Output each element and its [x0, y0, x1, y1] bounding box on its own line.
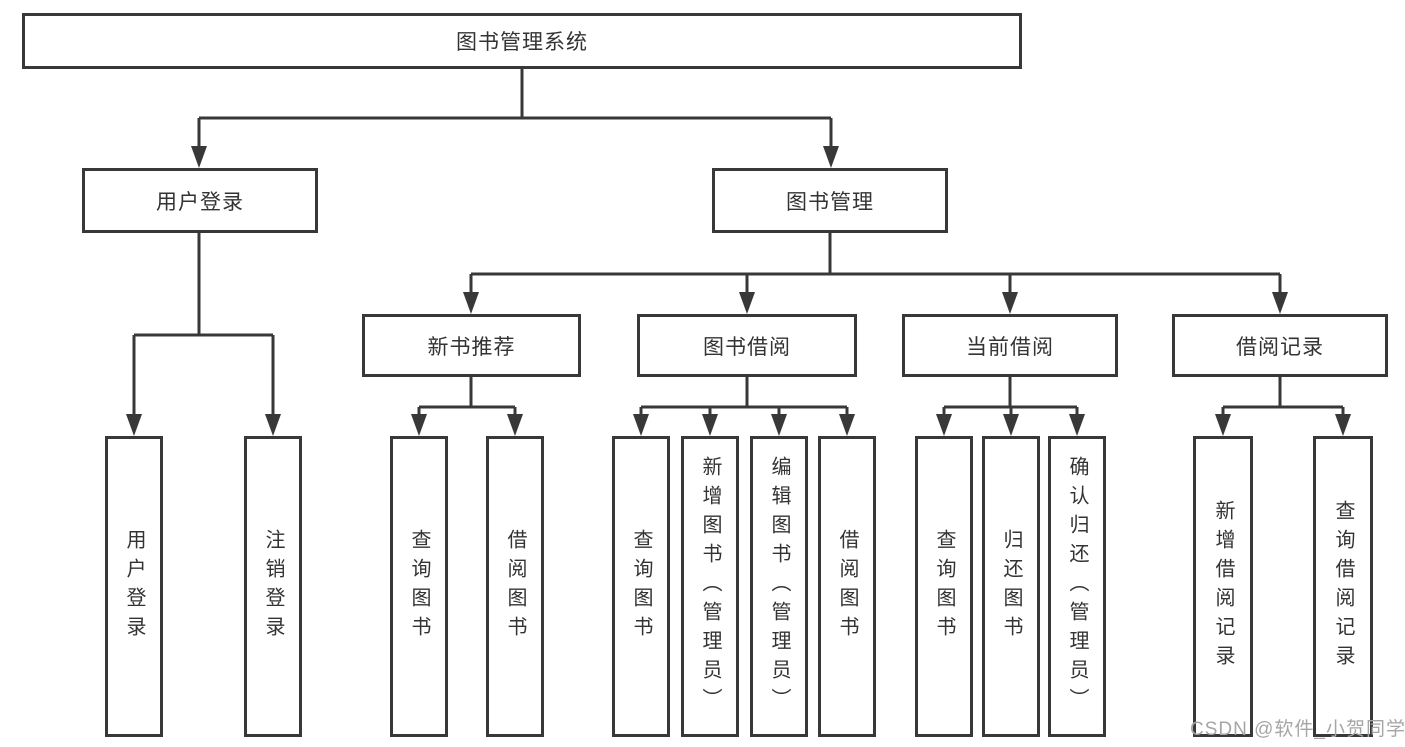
leaf-borrow-borrow-book: 借阅图书 — [818, 436, 876, 737]
node-book-borrow: 图书借阅 — [637, 314, 857, 377]
node-borrow-record-label: 借阅记录 — [1236, 335, 1324, 359]
node-new-book-recommend-label: 新书推荐 — [427, 335, 516, 359]
node-current-borrow: 当前借阅 — [902, 314, 1118, 377]
node-borrow-record: 借阅记录 — [1172, 314, 1388, 377]
leaf-logout: 注销登录 — [244, 436, 302, 737]
leaf-borrow-edit-book: 编辑图书（管理员） — [750, 436, 808, 737]
leaf-current-query-book-label: 查询图书 — [933, 528, 955, 645]
leaf-current-return-book-label: 归还图书 — [1000, 528, 1022, 645]
leaf-user-login-label: 用户登录 — [123, 528, 145, 645]
node-user-login-label: 用户登录 — [156, 190, 244, 214]
leaf-recommend-borrow-book-label: 借阅图书 — [504, 528, 526, 645]
leaf-recommend-query-book-label: 查询图书 — [408, 528, 430, 645]
leaf-recommend-borrow-book: 借阅图书 — [486, 436, 544, 737]
leaf-user-login: 用户登录 — [105, 436, 163, 737]
leaf-borrow-add-book: 新增图书（管理员） — [681, 436, 739, 737]
leaf-logout-label: 注销登录 — [262, 528, 284, 645]
leaf-borrow-query-book-label: 查询图书 — [630, 528, 652, 645]
arrowheads — [126, 146, 1351, 436]
csdn-watermark: CSDN @软件_小贺同学 — [1190, 719, 1405, 740]
leaf-current-confirm-return: 确认归还（管理员） — [1048, 436, 1106, 737]
leaf-current-return-book: 归还图书 — [982, 436, 1040, 737]
leaf-record-query-record: 查询借阅记录 — [1313, 436, 1373, 737]
node-user-login: 用户登录 — [82, 168, 318, 233]
node-new-book-recommend: 新书推荐 — [362, 314, 581, 377]
leaf-borrow-borrow-book-label: 借阅图书 — [836, 528, 858, 645]
leaf-current-confirm-return-label: 确认归还（管理员） — [1066, 456, 1088, 717]
node-root-label: 图书管理系统 — [456, 31, 588, 54]
node-book-management-label: 图书管理 — [786, 190, 874, 214]
node-current-borrow-label: 当前借阅 — [966, 335, 1054, 359]
leaf-borrow-add-book-label: 新增图书（管理员） — [699, 456, 721, 717]
leaf-borrow-query-book: 查询图书 — [612, 436, 670, 737]
leaf-recommend-query-book: 查询图书 — [390, 436, 448, 737]
leaf-record-add-record-label: 新增借阅记录 — [1212, 499, 1234, 674]
node-book-management: 图书管理 — [712, 168, 948, 233]
leaf-record-add-record: 新增借阅记录 — [1193, 436, 1253, 737]
node-book-borrow-label: 图书借阅 — [703, 335, 791, 359]
leaf-record-query-record-label: 查询借阅记录 — [1332, 499, 1354, 674]
leaf-current-query-book: 查询图书 — [915, 436, 973, 737]
node-root: 图书管理系统 — [22, 13, 1022, 69]
leaf-borrow-edit-book-label: 编辑图书（管理员） — [768, 456, 790, 717]
